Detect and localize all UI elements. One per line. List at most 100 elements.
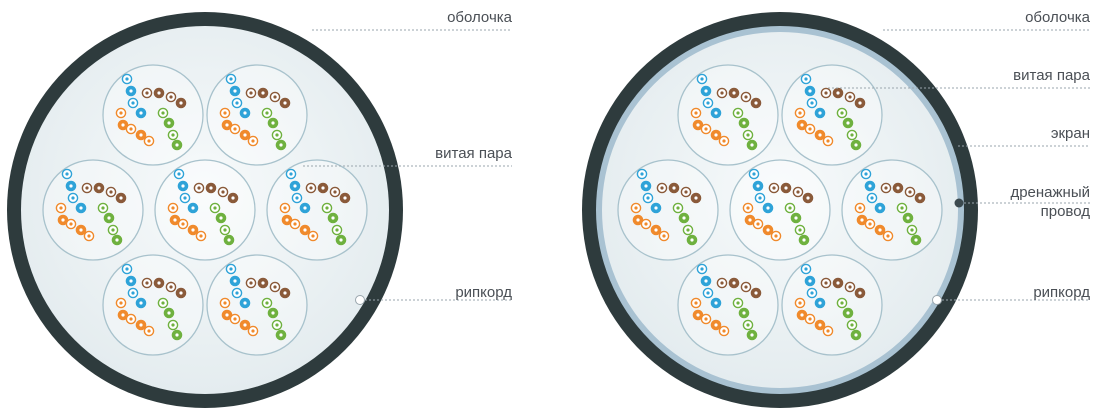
wire-core [191,206,195,210]
wire-core [285,218,289,222]
wire-core [279,143,283,147]
wire-core [704,89,708,93]
wire-core [223,301,227,305]
wire-core [824,91,828,95]
wire-core [219,216,223,220]
wire-core [808,127,812,131]
wire-core [243,301,247,305]
wire-core [808,279,812,283]
wire-core [910,228,914,232]
wire-core [714,323,718,327]
wire-core [229,267,233,271]
wire-core [850,133,854,137]
wire-core [732,91,736,95]
wire-core [183,196,187,200]
wire-core [644,184,648,188]
wire-core [111,228,115,232]
wire-core [303,228,307,232]
wire-core [275,133,279,137]
wire-core [197,186,201,190]
cable-bundle [729,159,831,261]
wire-core [321,186,325,190]
cable-bundle [42,159,144,261]
wire-core [840,111,844,115]
wire-core [700,77,704,81]
wire-core [221,190,225,194]
wire-core [918,196,922,200]
wire-core [836,281,840,285]
wire-core [295,196,299,200]
wire-core [704,317,708,321]
wire-core [636,218,640,222]
wire-core [646,196,650,200]
wire-core [896,186,900,190]
wire-core [265,301,269,305]
wire-core [261,281,265,285]
twisted-pair-label: витая пара [1013,67,1090,84]
wire-core [119,301,123,305]
wire-core [101,206,105,210]
wire-core [261,91,265,95]
drain-wire-label-line1: дренажный [1010,184,1090,201]
cable-bundle [781,254,883,356]
wire-core [181,222,185,226]
ripcord-marker [355,295,365,305]
wire-core [804,267,808,271]
wire-core [169,95,173,99]
wire-core [325,206,329,210]
wire-core [339,238,343,242]
wire-core [754,101,758,105]
cable-bundle [841,159,943,261]
cable-bundle [677,64,779,166]
wire-core [654,206,658,210]
wire-core [878,206,882,210]
wire-core [806,196,810,200]
wire-core [119,111,123,115]
shield-label: экран [1051,125,1090,142]
wire-core [191,228,195,232]
cable-core [602,32,958,388]
drain-wire-marker [954,198,964,208]
wire-core [826,139,830,143]
wire-core [818,323,822,327]
wire-core [840,301,844,305]
wire-core [706,291,710,295]
wire-core [225,313,229,317]
wire-core [233,89,237,93]
bundle-group [617,64,943,356]
wire-core [746,206,750,210]
wire-core [660,186,664,190]
wire-core [335,228,339,232]
wire-core [283,101,287,105]
wire-core [309,186,313,190]
wire-core [798,228,802,232]
wire-core [722,139,726,143]
wire-core [810,101,814,105]
wire-core [706,101,710,105]
wire-core [634,206,638,210]
wire-core [157,91,161,95]
wire-core [251,139,255,143]
wire-core [177,172,181,176]
wire-core [129,89,133,93]
wire-core [748,218,752,222]
wire-core [229,77,233,81]
ripcord-marker [932,295,942,305]
wire-core [804,77,808,81]
wire-core [279,333,283,337]
wire-core [796,190,800,194]
wire-core [850,323,854,327]
wire-core [800,123,804,127]
wire-core [231,196,235,200]
wire-core [169,285,173,289]
wire-core [273,95,277,99]
wire-core [676,206,680,210]
wire-core [750,143,754,147]
wire-core [283,206,287,210]
wire-core [684,190,688,194]
wire-core [704,279,708,283]
wire-core [720,281,724,285]
wire-core [243,133,247,137]
wire-core [744,95,748,99]
